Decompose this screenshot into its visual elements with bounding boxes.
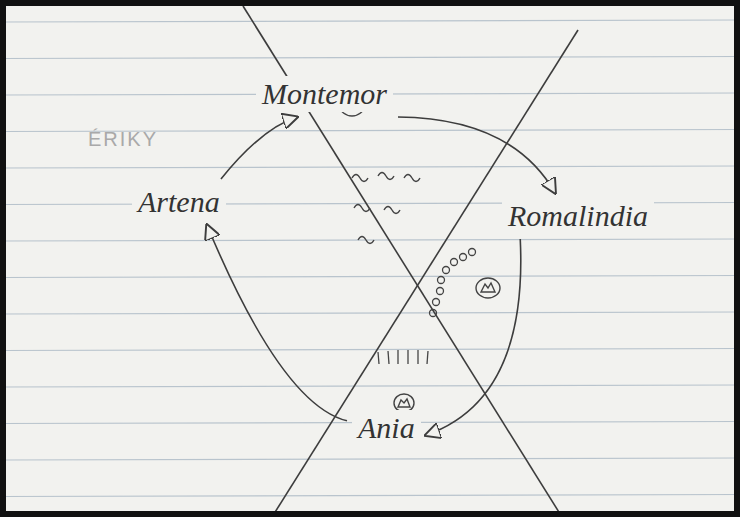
mountain-symbol <box>476 278 500 298</box>
ruled-line <box>0 312 740 314</box>
region-name: Ania <box>352 410 421 446</box>
forest-symbols <box>430 249 476 317</box>
ruled-line <box>0 458 740 460</box>
water-symbols <box>352 173 420 244</box>
route-arrow <box>398 117 555 193</box>
ruled-line <box>0 495 740 497</box>
border-line <box>243 6 562 517</box>
ruled-line <box>0 385 740 387</box>
route-arrow <box>426 239 521 435</box>
region-label: Ania <box>358 411 415 445</box>
region-name: Artena <box>132 184 226 220</box>
region-name: Romalindia <box>502 198 654 234</box>
wave-mark <box>358 237 374 244</box>
ruled-line <box>0 166 740 168</box>
wave-mark <box>378 173 394 180</box>
ruled-line <box>0 20 740 22</box>
wave-mark <box>352 175 368 182</box>
hatch-marks <box>378 350 428 364</box>
wave-mark <box>354 205 370 212</box>
border-lines <box>243 6 578 517</box>
ruled-line <box>0 349 740 351</box>
faint-note: ÉRIKY <box>88 128 158 151</box>
region-label: Artena <box>138 185 220 219</box>
ruled-line <box>0 239 740 241</box>
ruled-line <box>0 276 740 278</box>
route-arrow <box>221 117 297 179</box>
wave-mark <box>404 175 420 182</box>
region-label: Montemor <box>262 77 387 111</box>
region-name: Montemor <box>256 76 393 112</box>
ruled-lines <box>0 20 740 497</box>
mountain-symbols <box>340 96 500 412</box>
ruled-line <box>0 57 740 59</box>
wave-mark <box>384 207 400 214</box>
region-label: Romalindia <box>508 199 648 233</box>
route-arrow <box>207 225 347 421</box>
